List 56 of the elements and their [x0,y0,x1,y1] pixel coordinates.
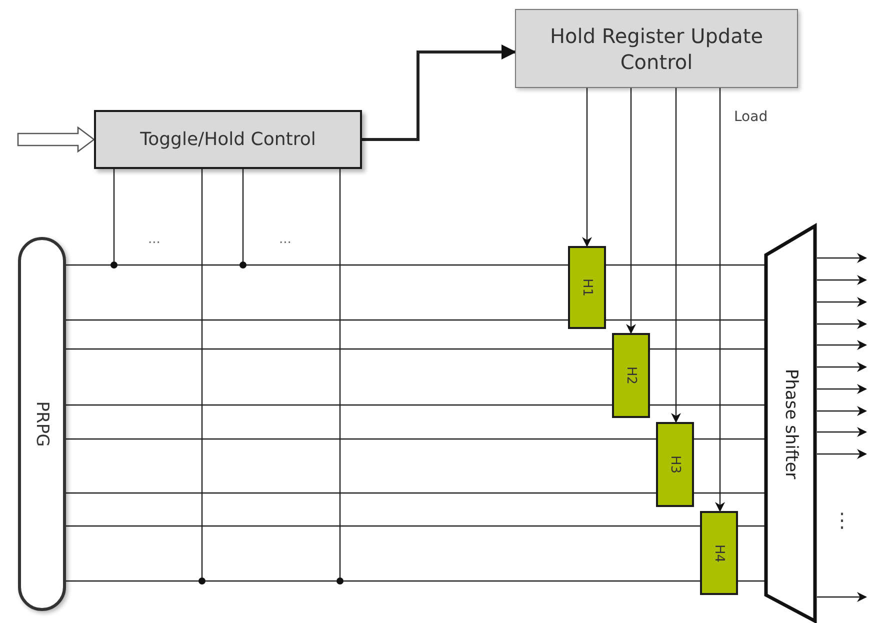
signal-line [694,438,765,440]
arrow [715,88,725,512]
arrow [817,297,867,307]
arrow [671,88,681,423]
block-label: H4 [712,544,726,562]
arrow [817,449,867,459]
signal-line [66,492,656,494]
block-label: H3 [668,455,682,474]
signal-line [240,169,246,268]
arrow [817,340,867,350]
signal-line [66,404,612,406]
signal-line [198,169,206,584]
signal-line [110,169,118,268]
signal-line [66,319,568,321]
arrow [817,253,867,263]
block-label: PRPG [32,401,52,447]
signal-line [66,264,568,266]
signal-line [694,492,765,494]
hold-register-box [568,246,606,329]
arrow [817,592,867,602]
arrow [362,44,516,141]
block-label: Toggle/Hold Control [140,129,316,150]
signal-line [606,264,765,266]
prpg-block [18,237,66,611]
control-box [94,110,362,169]
signal-line [336,169,344,584]
arrow [817,406,867,416]
ellipsis: ... [148,232,160,247]
arrow [817,427,867,437]
signal-line [650,404,765,406]
arrow [582,88,592,247]
arrow [817,275,867,285]
ellipsis: ⋮ [832,508,852,532]
signal-line [66,348,612,350]
block-label: Hold Register Update Control [550,24,764,74]
ellipsis: ... [279,232,292,247]
arrow [817,362,867,372]
hold-register-box [656,422,694,507]
block-label: H2 [624,366,638,385]
arrow [817,319,867,329]
block-label: H1 [580,278,594,297]
hold-register-box [700,511,738,595]
signal-line [66,438,656,440]
signal-line [66,525,700,527]
signal-line [738,580,765,582]
signal-line [738,525,765,527]
signal-line [606,319,765,321]
control-box [515,9,798,88]
signal-line [650,348,765,350]
signal-line [66,580,700,582]
hold-register-box [612,333,650,418]
arrow [626,88,636,334]
arrow [817,384,867,394]
input-arrow [17,126,96,153]
phase-shifter-block [765,225,817,622]
block-label: Phase shifter [781,368,801,479]
